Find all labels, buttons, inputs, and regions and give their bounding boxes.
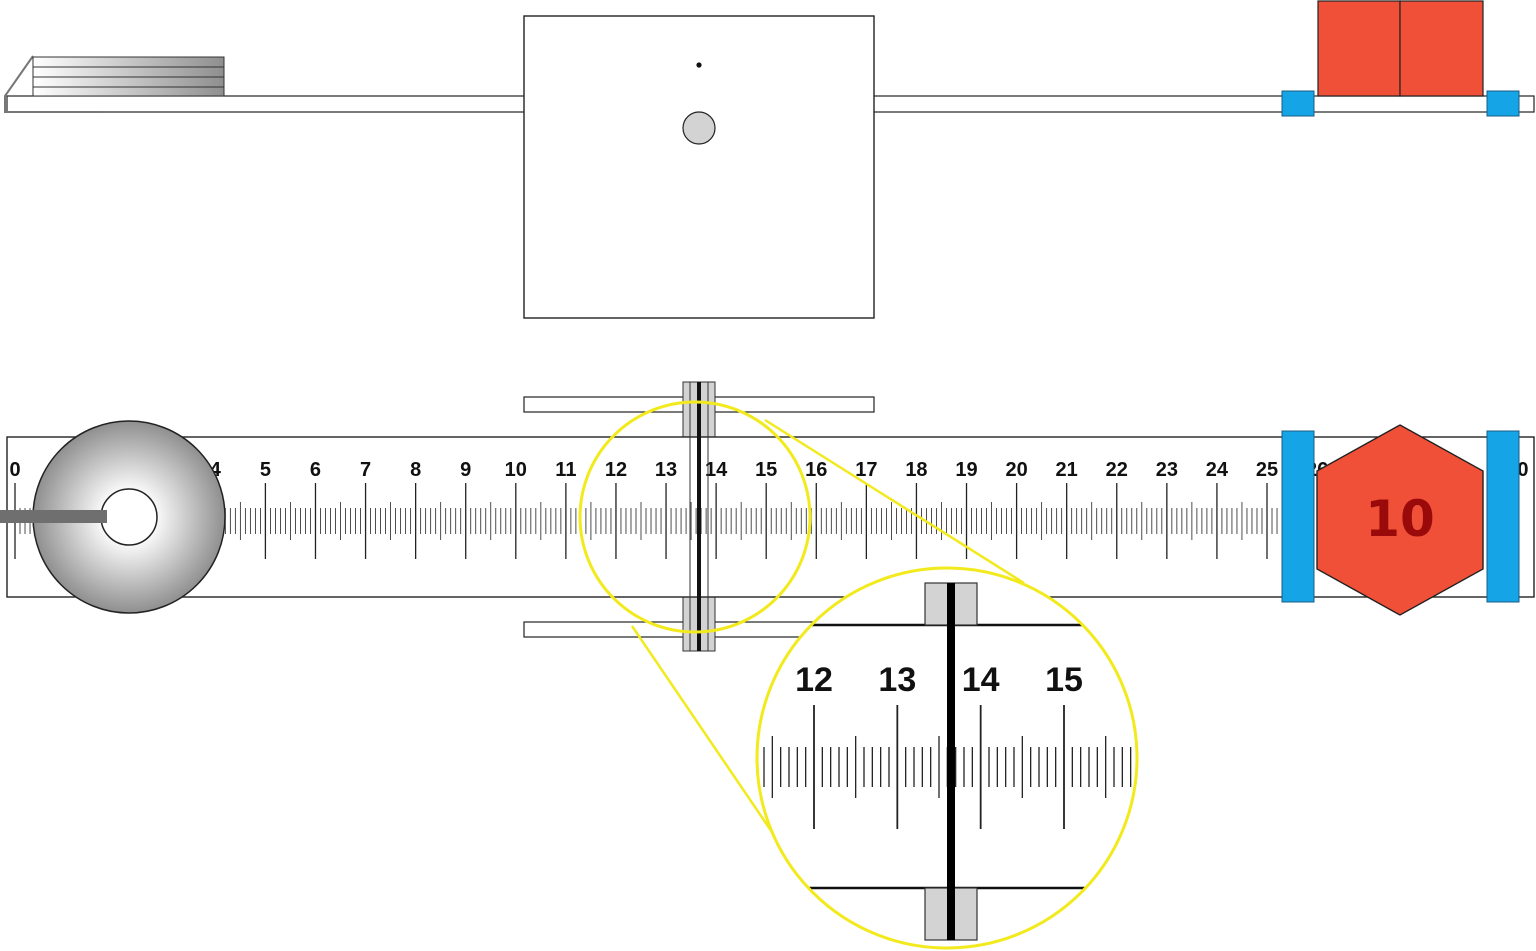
ruler-tick-label: 8 [410, 459, 421, 481]
magnifier-content: 12 13 14 15 [757, 582, 1137, 941]
magnified-tick-label: 15 [1045, 661, 1083, 699]
ruler-tick-label: 10 [505, 459, 527, 481]
side-disc-stack [4, 55, 225, 113]
side-pivot-hole [682, 111, 716, 145]
ruler-tick-label: 9 [460, 459, 471, 481]
weight-disc-icon [0, 420, 226, 614]
side-weight-block-left [1317, 0, 1401, 97]
side-view [4, 0, 1535, 319]
hexagon-weight-icon: 10 [1316, 424, 1484, 616]
ruler [6, 436, 1535, 598]
ruler-tick-label: 0 [9, 459, 20, 481]
magnified-labels: 12 13 14 15 [795, 661, 1083, 699]
ruler-tick-label: 15 [755, 459, 777, 481]
ruler-tick-label: 22 [1106, 459, 1128, 481]
ruler-tick-label: 13 [655, 459, 677, 481]
ruler-tick-label: 5 [260, 459, 271, 481]
ruler-tick-label: 11 [555, 459, 576, 481]
magnified-ticks [763, 705, 1132, 829]
magnified-tick-label: 13 [878, 661, 916, 699]
ruler-tick-label: 19 [955, 459, 977, 481]
side-weight-block-right [1399, 0, 1484, 97]
magnifier-source-circle [578, 400, 812, 634]
magnified-tick-label: 14 [962, 661, 1000, 699]
ruler-tick-label: 6 [310, 459, 321, 481]
ruler-tick-label: 17 [855, 459, 877, 481]
magnifier: 12 13 14 15 [578, 400, 1139, 950]
clamp-left [1281, 430, 1315, 603]
ruler-tick-label: 18 [905, 459, 927, 481]
ruler-tick-label: 23 [1156, 459, 1178, 481]
ruler-tick-label: 16 [805, 459, 827, 481]
magnifier-lens [755, 566, 1139, 950]
ruler-tick-label: 24 [1206, 459, 1229, 481]
side-clamp-left [1281, 90, 1315, 117]
ruler-tick-label: 25 [1256, 459, 1278, 481]
ruler-tick-label: 20 [1005, 459, 1027, 481]
ruler-tick-label: 12 [605, 459, 627, 481]
weight-mass-label: 10 [1365, 490, 1435, 548]
ruler-tick-label: 21 [1056, 459, 1078, 481]
magnified-tick-label: 12 [795, 661, 833, 699]
magnifier-connector-upper [764, 418, 1025, 585]
side-stand-box [523, 15, 875, 319]
clamp-right [1486, 430, 1520, 603]
ruler-tick-label: 14 [705, 459, 728, 481]
side-clamp-right [1486, 90, 1520, 117]
ruler-tick-label: 7 [360, 459, 371, 481]
pivot-point [696, 62, 702, 68]
